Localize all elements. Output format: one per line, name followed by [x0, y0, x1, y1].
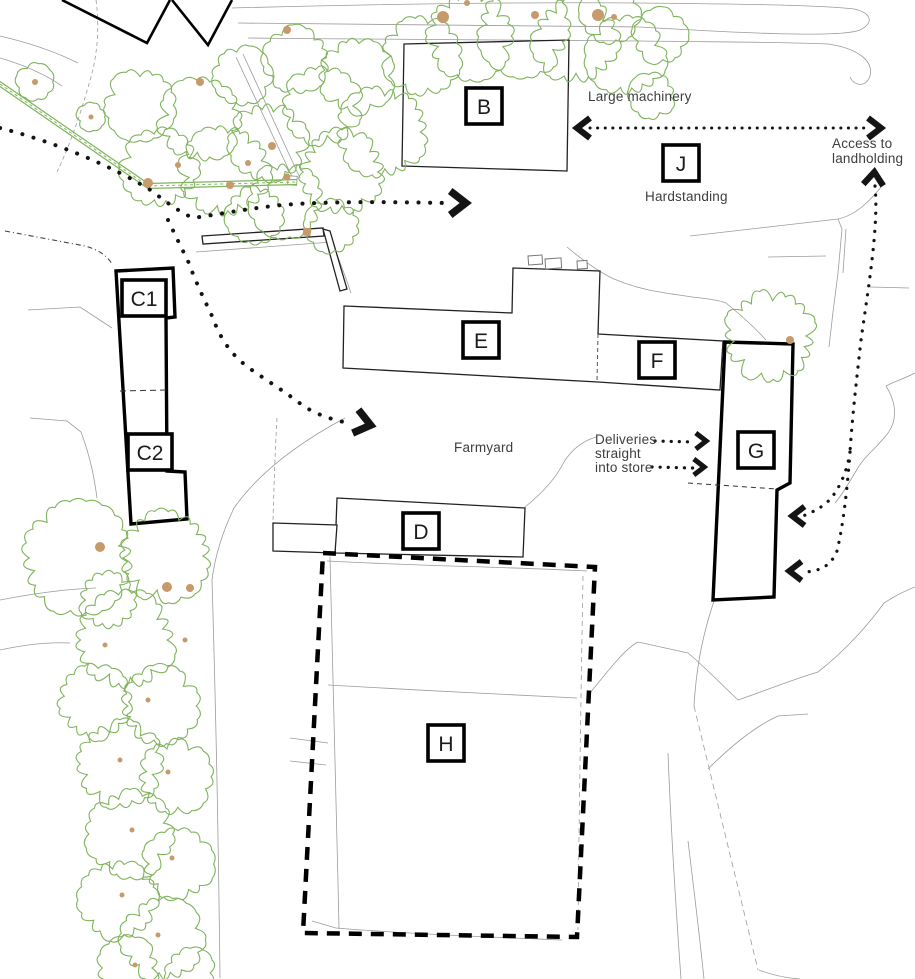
annotation-deliveries-line1: Deliveries: [595, 432, 656, 447]
text-annotations: Large machinery Access to landholding Ha…: [454, 89, 903, 475]
annotation-hardstanding: Hardstanding: [645, 189, 728, 204]
building-label-b: B: [464, 86, 504, 126]
annotation-farmyard: Farmyard: [454, 440, 513, 455]
label-box: [736, 430, 776, 470]
annotation-access-line2: landholding: [832, 151, 903, 166]
svg-text:J: J: [676, 153, 687, 176]
annotation-deliveries-line3: into store: [595, 460, 653, 475]
annotation-deliveries-line2: straight: [595, 446, 641, 461]
svg-text:C2: C2: [137, 442, 164, 465]
svg-text:F: F: [651, 350, 664, 373]
svg-text:G: G: [748, 440, 764, 463]
label-box: [461, 320, 501, 360]
label-box: [464, 86, 504, 126]
dashed-site-boundary-layer: [300, 550, 598, 940]
tree-trunk-dots-layer: [32, 0, 794, 968]
label-box: [426, 723, 466, 763]
label-box: [401, 511, 441, 551]
building-labels: B J C1 C2 E F G D: [120, 86, 776, 763]
svg-text:B: B: [477, 96, 491, 119]
label-box: [120, 278, 168, 318]
building-label-e: E: [461, 320, 501, 360]
trees-layer: [0, 0, 818, 979]
building-label-c2: C2: [126, 432, 174, 472]
label-box: [126, 432, 174, 472]
svg-text:C1: C1: [131, 288, 158, 311]
annotation-large-machinery: Large machinery: [588, 89, 692, 104]
svg-text:H: H: [438, 733, 453, 756]
svg-text:D: D: [413, 521, 428, 544]
building-label-d: D: [401, 511, 441, 551]
building-label-h: H: [426, 723, 466, 763]
annotation-access-line1: Access to: [832, 136, 892, 151]
label-box: [661, 143, 701, 183]
building-label-g: G: [736, 430, 776, 470]
svg-text:E: E: [474, 330, 488, 353]
dotted-route-layer: [0, 126, 878, 574]
buildings-layer: [61, 0, 795, 602]
building-label-j: J: [661, 143, 701, 183]
route-arrowheads-layer: [351, 115, 887, 583]
label-box: [637, 340, 677, 380]
building-label-f: F: [637, 340, 677, 380]
building-label-c1: C1: [120, 278, 168, 318]
